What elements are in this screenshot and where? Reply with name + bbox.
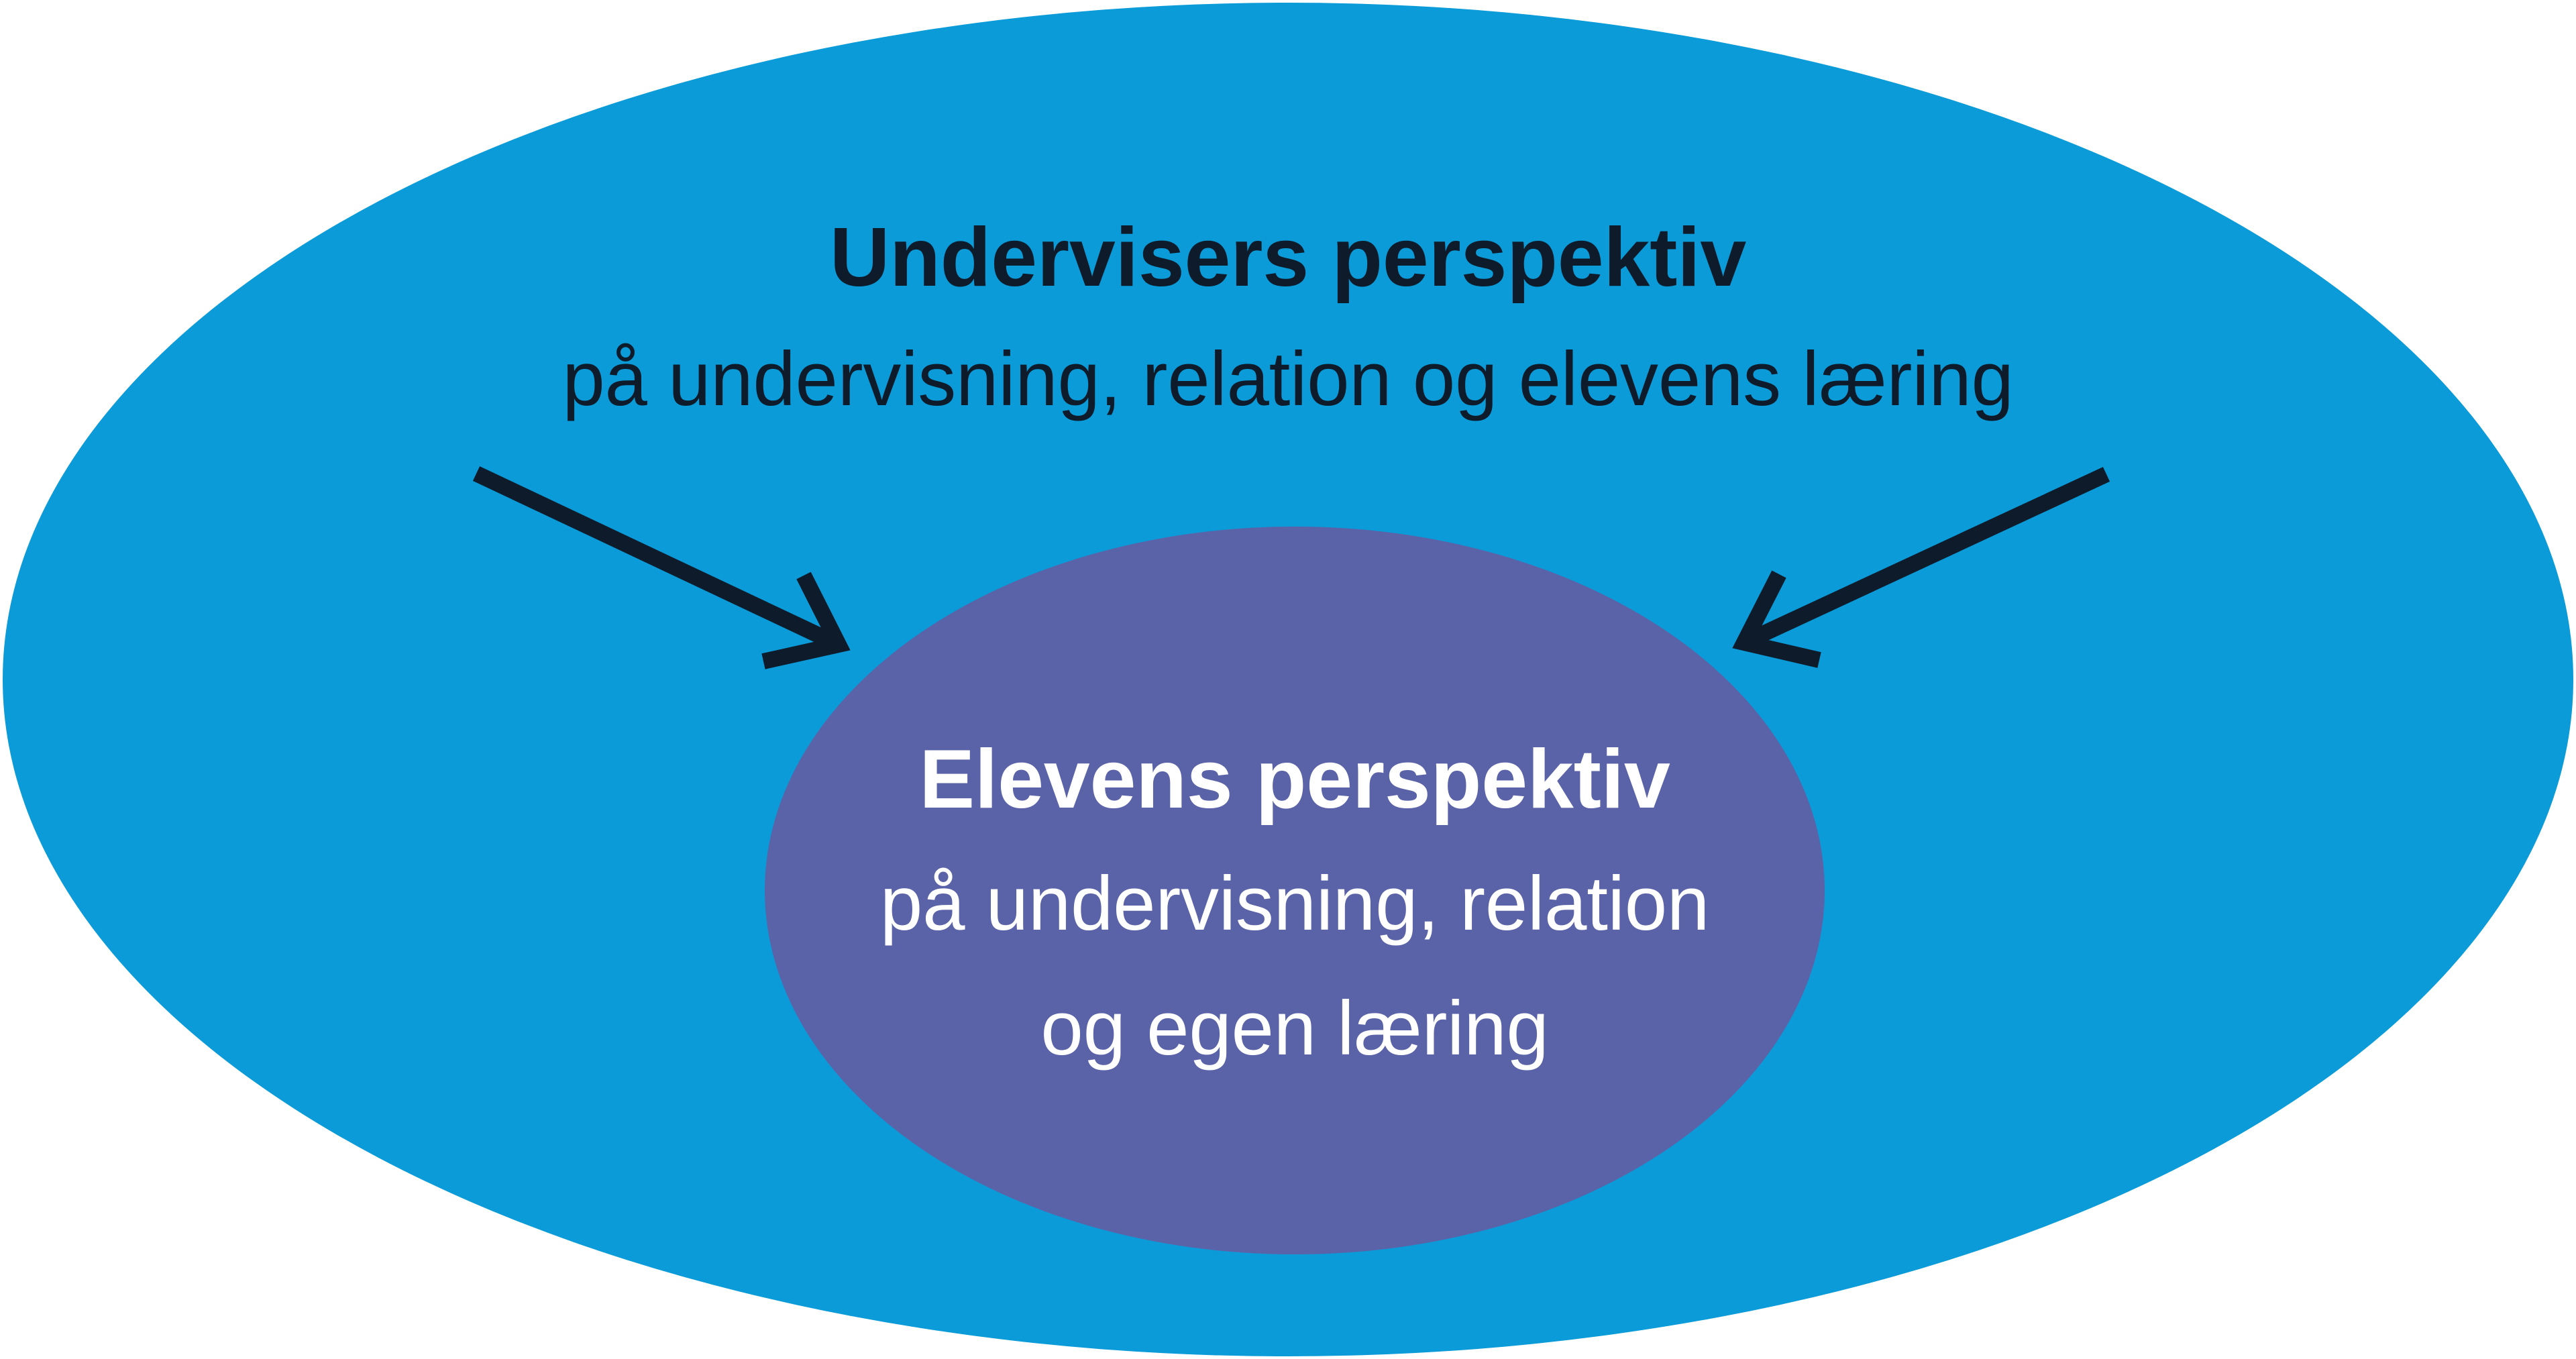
outer-title: Undervisers perspektiv	[829, 211, 1747, 304]
inner-subtitle-line2: og egen læring	[1040, 986, 1549, 1071]
outer-text-block: Undervisers perspektiv på undervisning, …	[0, 197, 2576, 440]
inner-ellipse-pupil-perspective	[765, 527, 1825, 1254]
inner-subtitle-line1: på undervisning, relation	[879, 861, 1710, 946]
inner-text-block: Elevens perspektiv på undervisning, rela…	[765, 717, 1825, 1091]
outer-subtitle: på undervisning, relation og elevens lær…	[562, 337, 2014, 422]
inner-title: Elevens perspektiv	[919, 733, 1670, 826]
